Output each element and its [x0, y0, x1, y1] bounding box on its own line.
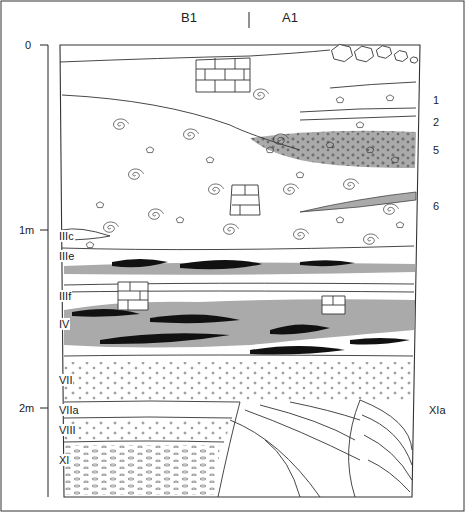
grid-label: B1 [180, 11, 198, 25]
depth-label: 2m [18, 402, 35, 414]
depth-label: 0 [24, 39, 32, 51]
layer-label: 2 [432, 116, 440, 128]
layer-label: IIIe [58, 250, 75, 262]
shell-spiral [104, 89, 399, 244]
scale-bar [40, 45, 48, 497]
layer-label: 5 [432, 144, 440, 156]
stone-block [118, 58, 345, 314]
layer-label: VIII [58, 424, 77, 436]
layer-label: IIIc [58, 230, 75, 242]
layer-label: VIIa [58, 404, 80, 416]
layer-label: IV [58, 318, 70, 330]
layer-boundary [60, 45, 420, 497]
grid-label: A1 [281, 11, 299, 25]
layer-label: IIIf [58, 290, 72, 302]
layer-label: 1 [432, 94, 440, 106]
charcoal-lens [72, 259, 410, 355]
layer-label: XIa [428, 404, 447, 416]
layer-label: XI [58, 454, 70, 466]
depth-label: 1m [18, 224, 35, 236]
layer-label: 6 [432, 200, 440, 212]
layer-fills [64, 131, 416, 495]
boulder [331, 44, 417, 63]
pebble [86, 95, 404, 248]
layer-label: VII [58, 374, 73, 386]
grid-divider [249, 12, 250, 28]
